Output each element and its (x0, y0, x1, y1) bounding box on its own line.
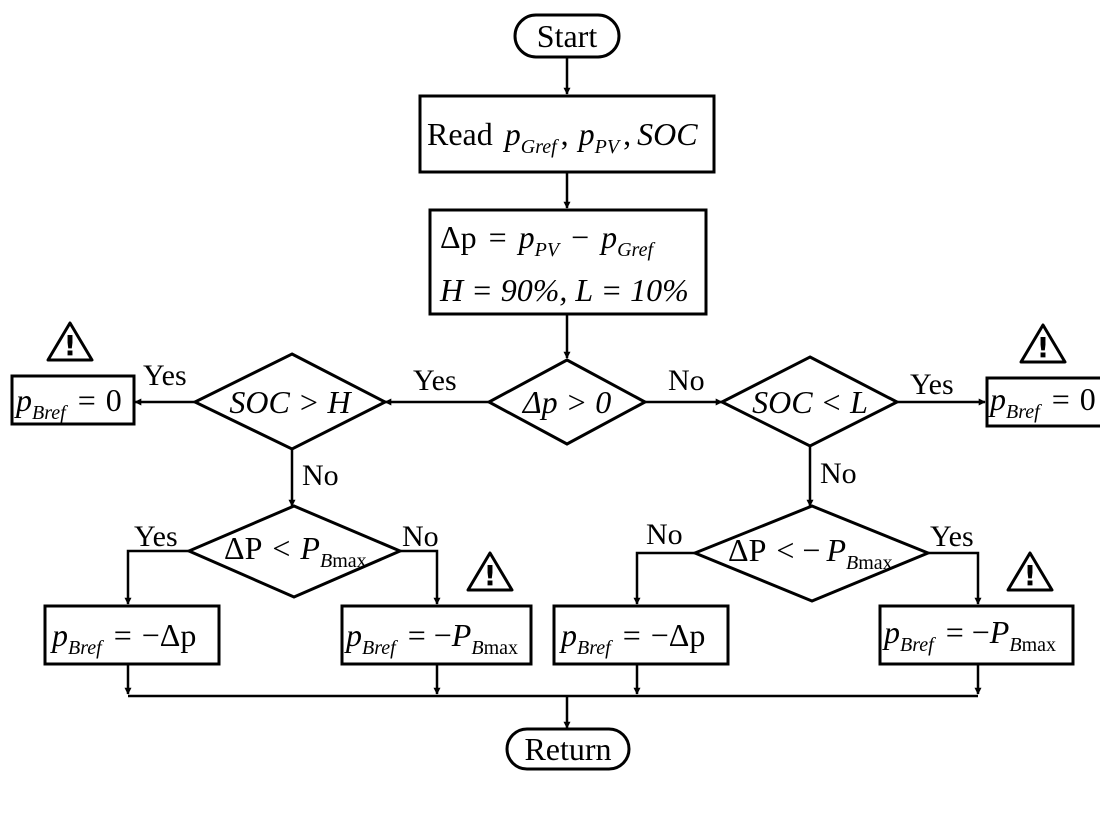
label-no-lower-right: No (646, 518, 683, 551)
read-label: Read pGref, pPV, SOC (427, 116, 698, 158)
output-neg-dp-right: pBref = −Δp (552, 604, 730, 666)
threshold-formula: H = 90%, L = 10% (439, 272, 689, 308)
label-yes-lower-left: Yes (134, 520, 178, 553)
warning-icon: ! (1019, 323, 1067, 364)
arrow-l2-yes (124, 549, 189, 605)
output-neg-dp-left-label: pBref = −Δp (50, 617, 196, 659)
output-left-zero: pBref = 0 (10, 374, 136, 426)
decision-lower-right-label: ΔP < − PBmax (728, 532, 893, 574)
decision-right: SOC < L (718, 355, 901, 448)
warning-icon: ! (1006, 551, 1054, 592)
label-yes-right: Yes (910, 368, 954, 401)
calc-box: Δp = pPV − pGref H = 90%, L = 10% (428, 208, 708, 316)
svg-text:!: ! (1024, 559, 1037, 592)
branch-labels: Yes No Yes Yes No No Yes No No Yes (134, 359, 974, 553)
delta-p-formula: Δp = pPV − pGref (440, 219, 655, 261)
decision-right-label: SOC < L (752, 384, 868, 420)
arrow-r2-no (633, 551, 695, 605)
decision-lower-left-label: ΔP < PBmax (224, 530, 367, 572)
return-node: Return (505, 727, 631, 771)
decision-lower-left: ΔP < PBmax (185, 504, 404, 599)
warning-icon: ! (466, 551, 514, 592)
output-right-zero: pBref = 0 (985, 376, 1100, 428)
read-box: Read pGref, pPV, SOC (418, 94, 716, 174)
label-yes-left: Yes (143, 359, 187, 392)
output-neg-pmax-right-label: pBref = −PBmax (882, 614, 1056, 656)
label-no-lower-left: No (402, 520, 439, 553)
decision-center-label: Δp > 0 (521, 384, 611, 420)
connectors (124, 56, 986, 729)
start-node: Start (513, 13, 621, 59)
output-neg-pmax-right: pBref = −PBmax (878, 604, 1075, 666)
svg-text:!: ! (484, 559, 497, 592)
arrow-l2-no (400, 549, 441, 605)
output-neg-dp-left: pBref = −Δp (43, 604, 221, 666)
label-yes-lower-right: Yes (930, 520, 974, 553)
label-yes-center: Yes (413, 364, 457, 397)
output-right-zero-label: pBref = 0 (988, 381, 1096, 423)
label-no-left: No (302, 459, 339, 492)
svg-text:!: ! (1037, 331, 1050, 364)
output-neg-pmax-left-label: pBref = −PBmax (344, 617, 518, 659)
output-neg-dp-right-label: pBref = −Δp (559, 617, 705, 659)
output-neg-pmax-left: pBref = −PBmax (340, 604, 533, 666)
decision-left: SOC > H (191, 352, 389, 451)
label-no-center: No (668, 364, 705, 397)
output-left-zero-label: pBref = 0 (14, 382, 122, 424)
label-no-right: No (820, 457, 857, 490)
warning-icon: ! (46, 321, 94, 362)
decision-left-label: SOC > H (229, 384, 352, 420)
decision-center: Δp > 0 (485, 358, 649, 446)
svg-text:!: ! (64, 329, 77, 362)
return-label: Return (524, 731, 611, 767)
decision-lower-right: ΔP < − PBmax (691, 504, 932, 603)
start-label: Start (537, 18, 598, 54)
arrow-r2-yes (928, 551, 982, 605)
